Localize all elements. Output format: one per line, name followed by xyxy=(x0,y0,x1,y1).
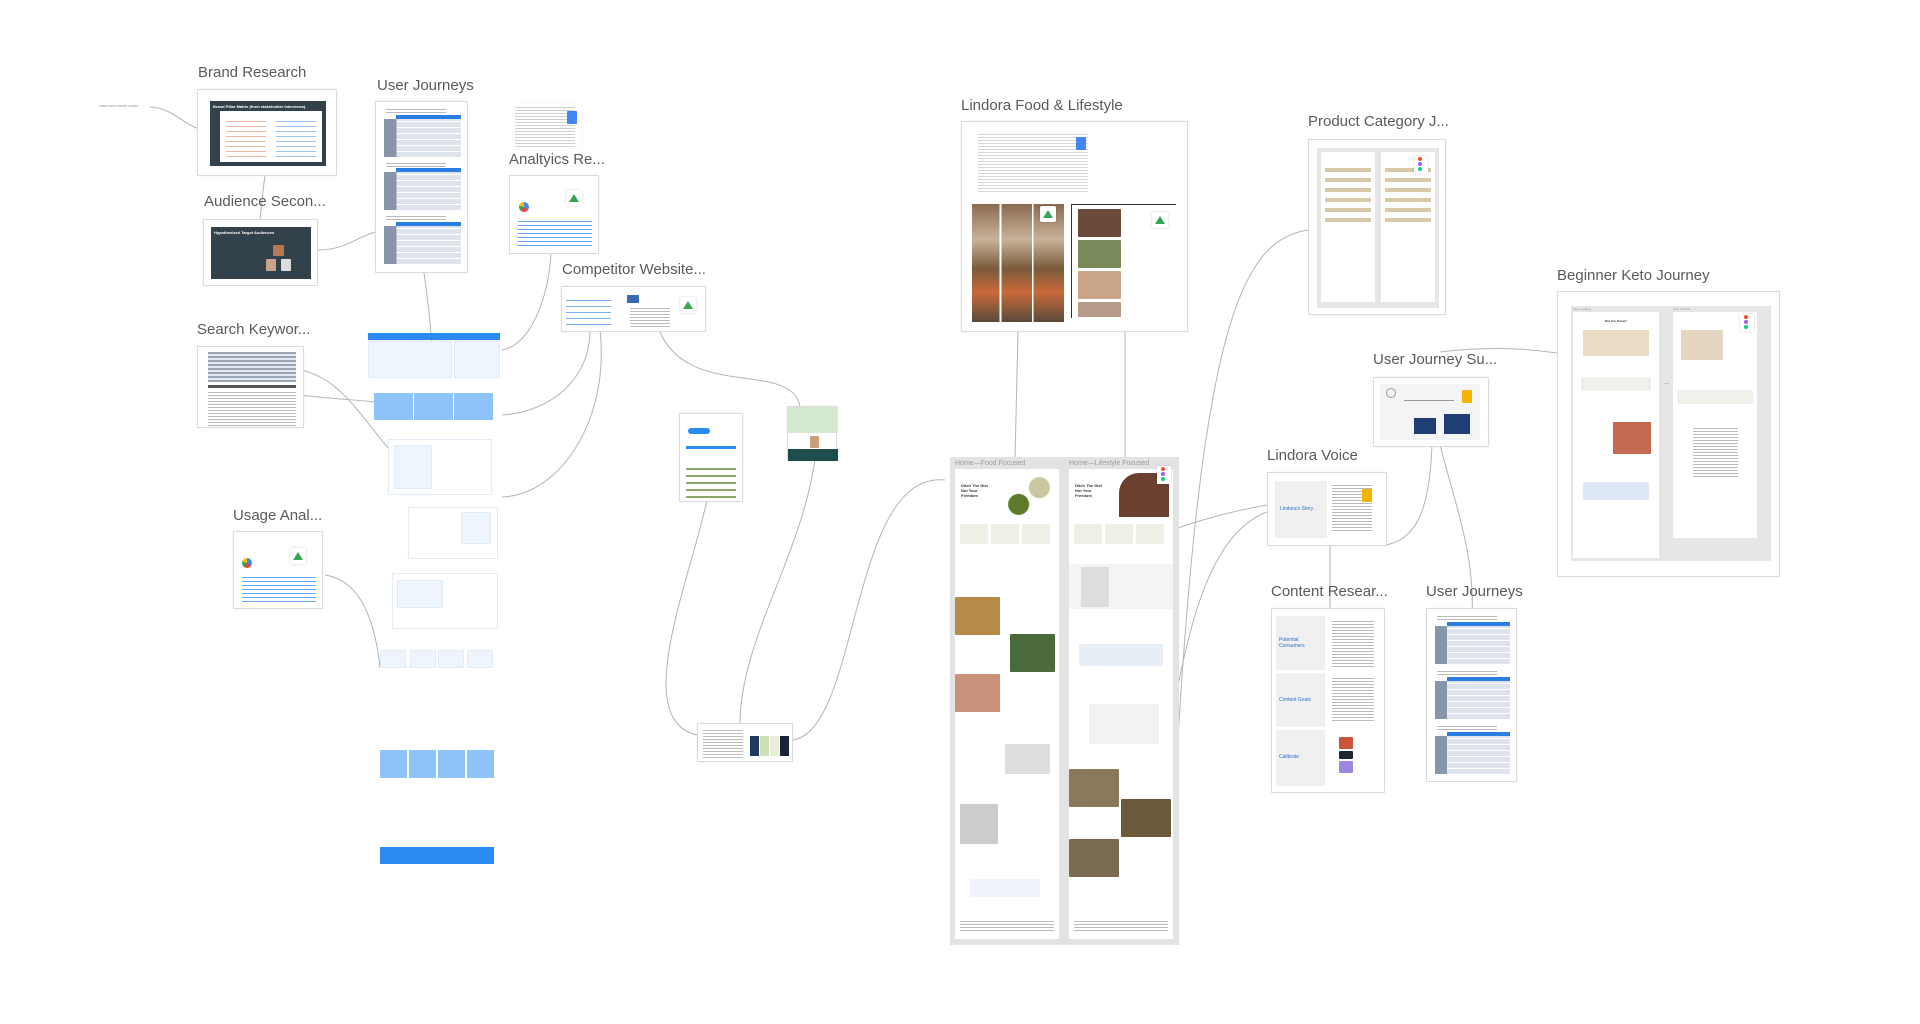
frame-content-research[interactable]: Potential Consumers Content Goals Calibr… xyxy=(1271,608,1385,793)
frame-user-journeys-2[interactable] xyxy=(1426,608,1517,782)
pie-chart-icon xyxy=(519,202,529,212)
frame-title-journey-summary[interactable]: User Journey Su... xyxy=(1373,351,1498,368)
frame-title-food-lifestyle[interactable]: Lindora Food & Lifestyle xyxy=(961,97,1123,114)
brand-moodboard-card[interactable] xyxy=(787,406,838,461)
frame-keto-journey[interactable]: Keto Landing Keto Product Did You Know? … xyxy=(1557,291,1780,577)
frame-title-content-research[interactable]: Content Resear... xyxy=(1271,583,1388,600)
section-content-goals: Content Goals xyxy=(1279,697,1311,703)
google-drive-icon xyxy=(1152,212,1168,228)
keto-product-label: Keto Product xyxy=(1673,307,1691,311)
frame-audience[interactable]: Hypothesized Target Audiences xyxy=(203,219,318,286)
slide-title: Brand Pillar Matrix (from stakeholder in… xyxy=(213,104,307,109)
frame-title-usage[interactable]: Usage Anal... xyxy=(233,507,323,524)
google-drive-icon xyxy=(566,190,582,206)
frame-product-category[interactable] xyxy=(1308,139,1446,315)
stray-note: xxxx xxxx xxxxx xxxxx xyxy=(99,103,139,108)
notes-doc-snippet[interactable] xyxy=(514,104,582,149)
figma-icon xyxy=(1157,466,1171,484)
frame-voice[interactable]: Lindora's Story xyxy=(1267,472,1387,546)
style-tile-card[interactable] xyxy=(697,723,793,762)
google-drive-icon xyxy=(290,548,306,564)
frame-title-competitor[interactable]: Competitor Website... xyxy=(562,261,706,278)
frame-title-voice[interactable]: Lindora Voice xyxy=(1267,447,1358,464)
google-doc-icon xyxy=(1076,137,1086,150)
frame-title-product-category[interactable]: Product Category J... xyxy=(1308,113,1449,130)
section-calibrate: Calibrate xyxy=(1279,754,1300,760)
frame-title-audience[interactable]: Audience Secon... xyxy=(204,193,326,210)
frame-home-designs[interactable]: Home—Food Focused Home—Lifestyle Focused… xyxy=(950,457,1179,945)
frame-competitor[interactable] xyxy=(561,286,706,332)
arrow-right-icon: → xyxy=(1662,378,1670,387)
frame-title-search-keywords[interactable]: Search Keywor... xyxy=(197,321,311,338)
frame-user-journeys[interactable] xyxy=(375,101,468,273)
figma-icon xyxy=(1414,156,1428,174)
google-doc-icon xyxy=(567,111,577,124)
home-lifestyle-page[interactable]: Ditch The Diet Not Your Freedom xyxy=(1069,469,1173,939)
frame-search-keywords[interactable] xyxy=(197,346,304,428)
frame-food-lifestyle[interactable] xyxy=(961,121,1188,332)
frame-analytics[interactable] xyxy=(509,175,599,254)
frame-title-user-journeys[interactable]: User Journeys xyxy=(377,77,474,94)
pie-chart-icon xyxy=(242,558,252,568)
google-slides-icon xyxy=(1362,489,1372,502)
competitor-brand-card[interactable] xyxy=(679,413,743,502)
home-food-page[interactable]: Ditch The Diet Not Your Freedom xyxy=(955,469,1059,939)
slide-title: Hypothesized Target Audiences xyxy=(214,230,275,235)
home-food-title: Home—Food Focused xyxy=(955,460,1026,467)
keto-landing-label: Keto Landing xyxy=(1573,307,1591,311)
frame-title-brand-research[interactable]: Brand Research xyxy=(198,64,307,81)
section-potential-consumers: Potential Consumers xyxy=(1279,637,1305,649)
frame-title-user-journeys-2[interactable]: User Journeys xyxy=(1426,583,1523,600)
frame-brand-research[interactable]: Brand Pillar Matrix (from stakeholder in… xyxy=(197,89,337,176)
google-drive-icon xyxy=(1040,206,1056,222)
voice-section-label: Lindora's Story xyxy=(1280,506,1314,512)
keto-product-page[interactable] xyxy=(1673,312,1757,538)
frame-title-keto-journey[interactable]: Beginner Keto Journey xyxy=(1557,267,1710,284)
brand-pillar-slide: Brand Pillar Matrix (from stakeholder in… xyxy=(210,101,326,166)
google-drive-icon xyxy=(680,297,696,313)
frame-journey-summary[interactable] xyxy=(1373,377,1489,447)
target-audiences-slide: Hypothesized Target Audiences xyxy=(211,227,311,279)
frame-usage[interactable] xyxy=(233,531,323,609)
figma-icon xyxy=(1740,314,1754,332)
website-wireframe[interactable] xyxy=(368,333,500,865)
home-lifestyle-title: Home—Lifestyle Focused xyxy=(1069,460,1150,467)
keto-landing-page[interactable]: Did You Know? xyxy=(1573,312,1659,558)
frame-title-analytics[interactable]: Analtyics Re... xyxy=(509,151,605,168)
google-slides-icon xyxy=(1462,390,1472,403)
